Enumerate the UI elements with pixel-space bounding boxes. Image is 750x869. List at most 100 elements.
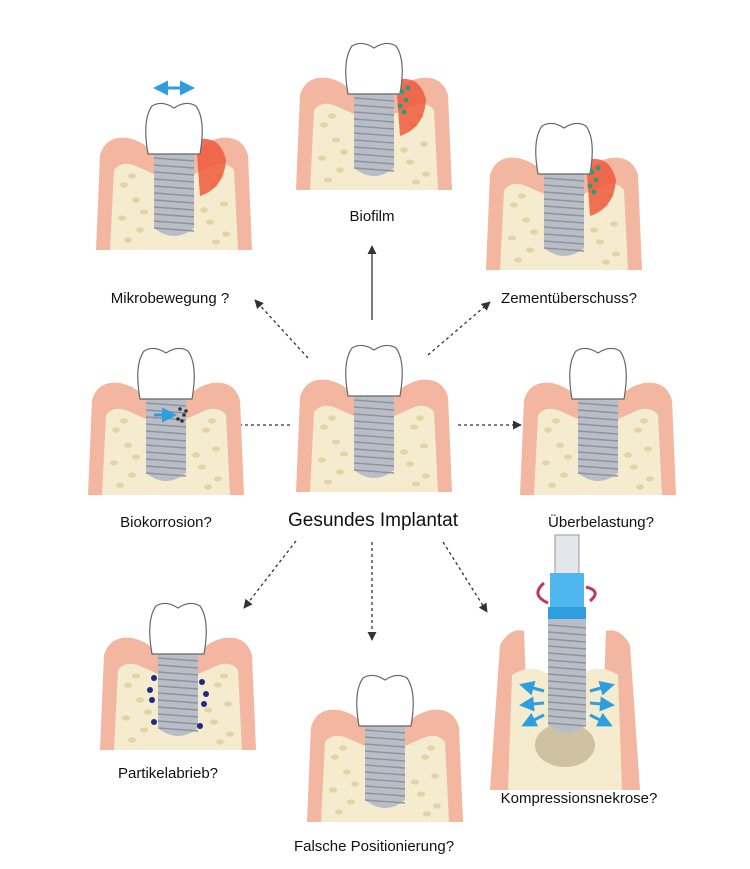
bone-spot bbox=[636, 484, 644, 490]
implant-thread bbox=[547, 687, 587, 692]
implant-thread bbox=[145, 430, 187, 435]
label-biofilm: Biofilm bbox=[349, 208, 395, 225]
bone-spot bbox=[400, 449, 408, 455]
implant-thread bbox=[353, 146, 395, 151]
bone-spot bbox=[128, 737, 136, 743]
implant-thread bbox=[153, 192, 195, 197]
implant-thread bbox=[353, 406, 395, 411]
bone-spot bbox=[421, 754, 429, 760]
implant-thread bbox=[543, 184, 585, 189]
bone-spot bbox=[202, 427, 210, 433]
implant-thread bbox=[364, 785, 406, 790]
bone-spot bbox=[206, 219, 214, 225]
bone-spot bbox=[128, 173, 136, 179]
bone-spot bbox=[412, 481, 420, 487]
bone-spot bbox=[335, 809, 343, 815]
implant-thread bbox=[157, 664, 199, 669]
implant-thread bbox=[353, 455, 395, 460]
biofilm-bacteria bbox=[591, 189, 597, 195]
pressure-arrow bbox=[519, 680, 545, 696]
implant-thread bbox=[353, 434, 395, 439]
particle bbox=[197, 723, 203, 729]
bone-spot bbox=[630, 464, 638, 470]
bone-spot bbox=[124, 442, 132, 448]
bone-spot bbox=[556, 442, 564, 448]
bone-spot bbox=[324, 177, 332, 183]
label-ueberbelastung: Überbelastung? bbox=[548, 514, 654, 531]
inflammation-area bbox=[196, 138, 226, 196]
biofilm-bacteria bbox=[403, 97, 409, 103]
bone-spot bbox=[331, 754, 339, 760]
bone-spot bbox=[422, 473, 430, 479]
bone-spot bbox=[644, 446, 652, 452]
bone-spot bbox=[222, 231, 230, 237]
tooth-crown bbox=[356, 674, 414, 727]
implant-thread bbox=[547, 666, 587, 671]
pressure-arrow bbox=[519, 696, 545, 712]
bone-spot bbox=[328, 415, 336, 421]
bone-spot bbox=[340, 451, 348, 457]
bone-spot bbox=[514, 257, 522, 263]
bone-spot bbox=[216, 739, 224, 745]
bone-spot bbox=[542, 460, 550, 466]
bone-spot bbox=[510, 202, 518, 208]
biofilm-bacteria bbox=[405, 85, 411, 91]
implant-thread bbox=[543, 177, 585, 182]
implant-thread bbox=[547, 680, 587, 685]
corrosion-debris bbox=[184, 409, 188, 413]
arrow-mikrobewegung bbox=[254, 299, 309, 359]
implant-thread bbox=[145, 451, 187, 456]
implant-thread bbox=[547, 659, 587, 664]
bone-spot bbox=[220, 201, 228, 207]
bone-spot bbox=[336, 167, 344, 173]
bone-spot bbox=[140, 727, 148, 733]
bone-spot bbox=[332, 137, 340, 143]
implant-thread bbox=[543, 233, 585, 238]
bone-spot bbox=[224, 701, 232, 707]
bone-spot bbox=[212, 239, 220, 245]
bone-spot bbox=[634, 427, 642, 433]
implant-thread bbox=[577, 451, 619, 456]
implant-thread bbox=[547, 638, 587, 643]
bone-spot bbox=[610, 221, 618, 227]
panel-zementueberschuss bbox=[486, 122, 642, 270]
particle bbox=[149, 697, 155, 703]
bone-spot bbox=[336, 469, 344, 475]
implant-thread bbox=[157, 713, 199, 718]
tooth-crown bbox=[569, 347, 627, 400]
bone-spot bbox=[136, 227, 144, 233]
bone-spot bbox=[427, 745, 435, 751]
implant-thread bbox=[353, 160, 395, 165]
implant-thread bbox=[353, 118, 395, 123]
bone-spot bbox=[128, 472, 136, 478]
bone-spot bbox=[214, 476, 222, 482]
biofilm-bacteria bbox=[589, 169, 595, 175]
particle bbox=[203, 691, 209, 697]
implant-thread bbox=[364, 799, 406, 804]
bone-spot bbox=[343, 769, 351, 775]
bone-spot bbox=[140, 209, 148, 215]
bone-spot bbox=[192, 452, 200, 458]
corrosion-debris bbox=[182, 413, 186, 417]
bone-spot bbox=[320, 122, 328, 128]
bone-spot bbox=[200, 207, 208, 213]
implant-thread bbox=[547, 673, 587, 678]
bone-spot bbox=[522, 217, 530, 223]
tooth-crown bbox=[137, 347, 195, 400]
rotation-arrow bbox=[536, 581, 597, 605]
bone-spot bbox=[118, 215, 126, 221]
particle bbox=[151, 719, 157, 725]
implant-thread bbox=[364, 743, 406, 748]
bone-spot bbox=[332, 439, 340, 445]
bone-spot bbox=[410, 424, 418, 430]
bone-spot bbox=[508, 235, 516, 241]
bone-spot bbox=[318, 457, 326, 463]
implant-thread bbox=[547, 694, 587, 699]
implant-thread bbox=[157, 657, 199, 662]
implant-thread bbox=[577, 472, 619, 477]
implant-thread bbox=[153, 213, 195, 218]
implant-thread bbox=[353, 441, 395, 446]
implant-thread bbox=[364, 771, 406, 776]
bone-spot bbox=[347, 799, 355, 805]
bone-spot bbox=[112, 427, 120, 433]
